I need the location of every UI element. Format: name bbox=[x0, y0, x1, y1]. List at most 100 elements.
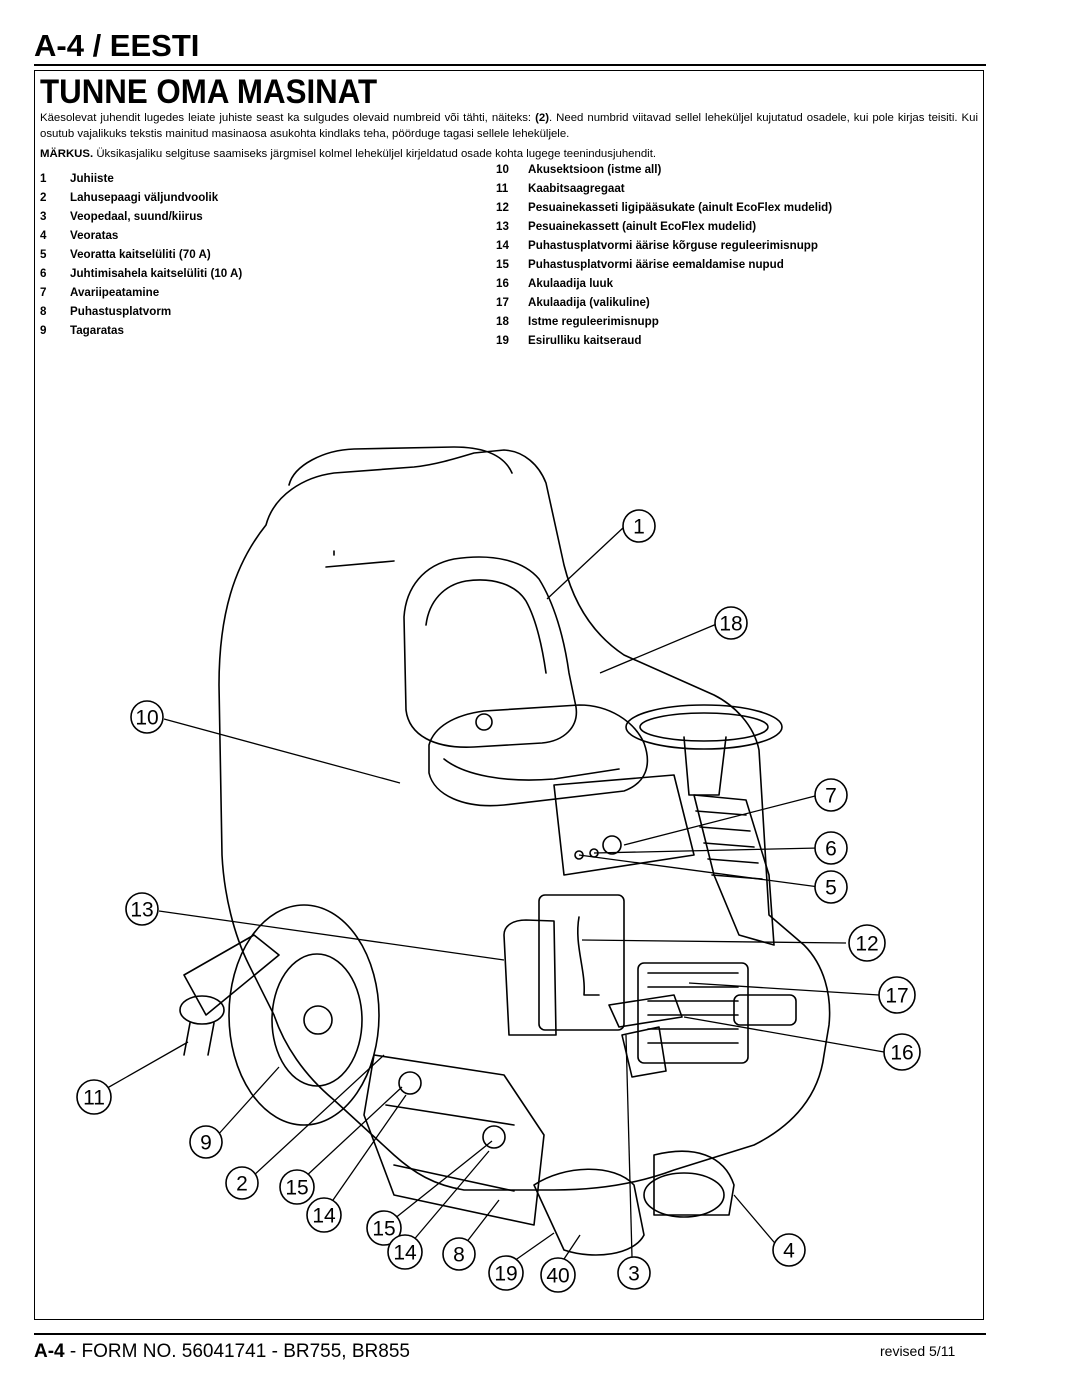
legend-number: 3 bbox=[40, 210, 47, 223]
legend-label: Akulaadija (valikuline) bbox=[528, 296, 650, 309]
legend-item: 12 Pesuainekasseti ligipääsukate (ainult … bbox=[496, 201, 832, 220]
callout-40: 40 bbox=[546, 1265, 569, 1288]
legend-number: 15 bbox=[496, 258, 509, 271]
legend-number: 17 bbox=[496, 296, 509, 309]
callout-15a: 15 bbox=[285, 1177, 308, 1200]
callout-7: 7 bbox=[825, 785, 837, 808]
callout-1: 1 bbox=[633, 516, 645, 539]
legend-label: Lahusepaagi väljundvoolik bbox=[70, 191, 219, 204]
legend-label: Veoratas bbox=[70, 229, 119, 242]
legend-label: Puhastusplatvormi äärise kõrguse regulee… bbox=[528, 239, 818, 252]
callout-4: 4 bbox=[783, 1240, 795, 1263]
legend-item: 18 Istme reguleerimisnupp bbox=[496, 315, 832, 334]
legend-number: 2 bbox=[40, 191, 47, 204]
note-label: MÄRKUS. bbox=[40, 148, 94, 160]
legend-number: 14 bbox=[496, 239, 509, 252]
legend-label: Veoratta kaitselüliti (70 A) bbox=[70, 248, 211, 261]
legend-number: 18 bbox=[496, 315, 509, 328]
callout-10: 10 bbox=[135, 707, 158, 730]
legend-number: 10 bbox=[496, 163, 509, 176]
note-text: Üksikasjaliku selgituse saamiseks järgmi… bbox=[93, 148, 657, 160]
callout-labels: 1 18 10 7 6 5 13 12 17 16 11 9 2 15 14 1… bbox=[83, 516, 914, 1288]
legend-number: 11 bbox=[496, 182, 509, 195]
legend-item: 9 Tagaratas bbox=[40, 324, 242, 343]
content-frame bbox=[34, 70, 984, 1320]
section-title: TUNNE OMA MASINAT bbox=[40, 73, 378, 111]
legend-number: 5 bbox=[40, 248, 47, 261]
callout-13: 13 bbox=[130, 899, 153, 922]
legend-label: Avariipeatamine bbox=[70, 286, 160, 299]
intro-text-2: . Need numbrid viitavad sellel lehekülje… bbox=[40, 112, 978, 140]
legend-label: Juhtimisahela kaitselüliti (10 A) bbox=[70, 267, 243, 280]
legend-item: 19 Esirulliku kaitseraud bbox=[496, 334, 832, 353]
callout-15b: 15 bbox=[372, 1218, 395, 1241]
legend-item: 2 Lahusepaagi väljundvoolik bbox=[40, 191, 242, 210]
legend-item: 6 Juhtimisahela kaitselüliti (10 A) bbox=[40, 267, 242, 286]
footer-divider bbox=[34, 1333, 986, 1335]
legend-label: Tagaratas bbox=[70, 324, 124, 337]
legend-label: Juhiiste bbox=[70, 172, 114, 185]
callout-17: 17 bbox=[885, 985, 908, 1008]
legend-number: 19 bbox=[496, 334, 509, 347]
callout-11: 11 bbox=[83, 1087, 105, 1110]
legend-item: 7 Avariipeatamine bbox=[40, 286, 242, 305]
legend-label: Puhastusplatvormi äärise eemaldamise nup… bbox=[528, 258, 784, 271]
legend-item: 4 Veoratas bbox=[40, 229, 242, 248]
callout-2: 2 bbox=[236, 1173, 248, 1196]
legend-number: 8 bbox=[40, 305, 47, 318]
callout-3: 3 bbox=[628, 1263, 640, 1286]
legend-number: 9 bbox=[40, 324, 47, 337]
legend-label: Pesuainekasseti ligipääsukate (ainult Ec… bbox=[528, 201, 833, 214]
legend-item: 3 Veopedaal, suund/kiirus bbox=[40, 210, 242, 229]
callout-19: 19 bbox=[494, 1263, 517, 1286]
callout-18: 18 bbox=[719, 613, 742, 636]
legend-item: 14 Puhastusplatvormi äärise kõrguse regul… bbox=[496, 239, 832, 258]
callout-12: 12 bbox=[855, 933, 878, 956]
intro-example: (2) bbox=[535, 112, 549, 124]
callout-circles bbox=[76, 509, 921, 1293]
legend-item: 16 Akulaadija luuk bbox=[496, 277, 832, 296]
legend-item: 5 Veoratta kaitselüliti (70 A) bbox=[40, 248, 242, 267]
callout-leaders bbox=[101, 526, 885, 1262]
legend-label: Akulaadija luuk bbox=[528, 277, 614, 290]
legend-label: Istme reguleerimisnupp bbox=[528, 315, 659, 328]
intro-text-1: Käesolevat juhendit lugedes leiate juhis… bbox=[40, 112, 536, 124]
callout-14a: 14 bbox=[312, 1205, 336, 1228]
intro-paragraph: Käesolevat juhendit lugedes leiate juhis… bbox=[40, 110, 978, 142]
legend-label: Veopedaal, suund/kiirus bbox=[70, 210, 203, 223]
callout-16: 16 bbox=[890, 1042, 913, 1065]
legend-number: 16 bbox=[496, 277, 509, 290]
legend-label: Pesuainekassett (ainult EcoFlex mudelid) bbox=[528, 220, 757, 233]
footer-form-text: - FORM NO. 56041741 - BR755, BR855 bbox=[64, 1341, 410, 1362]
note-paragraph: MÄRKUS. Üksikasjaliku selgituse saamisek… bbox=[40, 146, 978, 162]
footer-revision: revised 5/11 bbox=[880, 1343, 956, 1359]
legend-item: 15 Puhastusplatvormi äärise eemaldamise n… bbox=[496, 258, 832, 277]
callout-9: 9 bbox=[200, 1132, 212, 1155]
legend-item: 8 Puhastusplatvorm bbox=[40, 305, 242, 324]
machine-illustration: 1 18 10 7 6 5 13 12 17 16 11 9 2 15 14 1… bbox=[76, 446, 921, 1293]
callout-5: 5 bbox=[825, 877, 837, 900]
legend-label: Puhastusplatvorm bbox=[70, 305, 172, 318]
legend-item: 11 Kaabitsaagregaat bbox=[496, 182, 832, 201]
legend-item: 13 Pesuainekassett (ainult EcoFlex mudeli… bbox=[496, 220, 832, 239]
legend-number: 7 bbox=[40, 286, 47, 299]
page-title: A-4 / EESTI bbox=[34, 28, 200, 63]
legend-label: Kaabitsaagregaat bbox=[528, 182, 625, 195]
legend-item: 17 Akulaadija (valikuline) bbox=[496, 296, 832, 315]
legend-number: 4 bbox=[40, 229, 47, 242]
legend-number: 6 bbox=[40, 267, 47, 280]
callout-8: 8 bbox=[453, 1244, 465, 1267]
legend-number: 12 bbox=[496, 201, 509, 214]
footer-page-ref: A-4 bbox=[34, 1341, 65, 1362]
callout-14b: 14 bbox=[393, 1242, 417, 1265]
parts-legend-right: 10 Akusektsioon (istme all) 11 Kaabitsaagr… bbox=[496, 163, 832, 353]
legend-item: 10 Akusektsioon (istme all) bbox=[496, 163, 832, 182]
legend-label: Esirulliku kaitseraud bbox=[528, 334, 642, 347]
scrubber-machine-drawing bbox=[179, 446, 831, 1256]
title-divider bbox=[34, 64, 986, 66]
footer-form-info: A-4 - FORM NO. 56041741 - BR755, BR855 bbox=[34, 1341, 410, 1363]
legend-label: Akusektsioon (istme all) bbox=[528, 163, 662, 176]
legend-number: 13 bbox=[496, 220, 509, 233]
